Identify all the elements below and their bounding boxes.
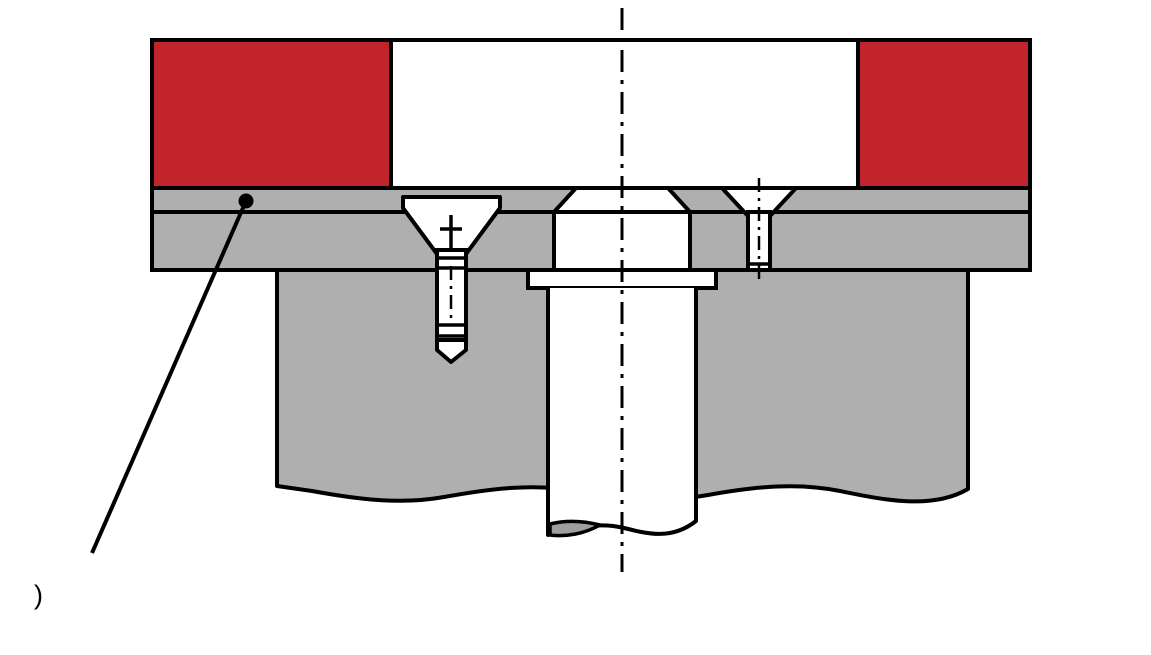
callout-leader-line bbox=[90, 200, 248, 554]
red-block-left-rect bbox=[150, 38, 393, 190]
screw-tip-left bbox=[435, 338, 468, 364]
callout-leader-dot bbox=[238, 193, 254, 209]
countersunk-hole-right bbox=[720, 178, 798, 282]
callout-label-tail: ) bbox=[34, 580, 43, 610]
white-gap-rect bbox=[389, 38, 860, 190]
white-gap-top bbox=[389, 38, 860, 190]
countersunk-screw-left bbox=[401, 195, 502, 364]
callout-label: ) bbox=[30, 578, 43, 612]
callout-leader bbox=[90, 193, 254, 554]
red-block-left bbox=[150, 38, 393, 190]
red-block-right bbox=[856, 38, 1032, 190]
red-block-right-rect bbox=[856, 38, 1032, 190]
shaft-break-shadow bbox=[548, 519, 602, 538]
